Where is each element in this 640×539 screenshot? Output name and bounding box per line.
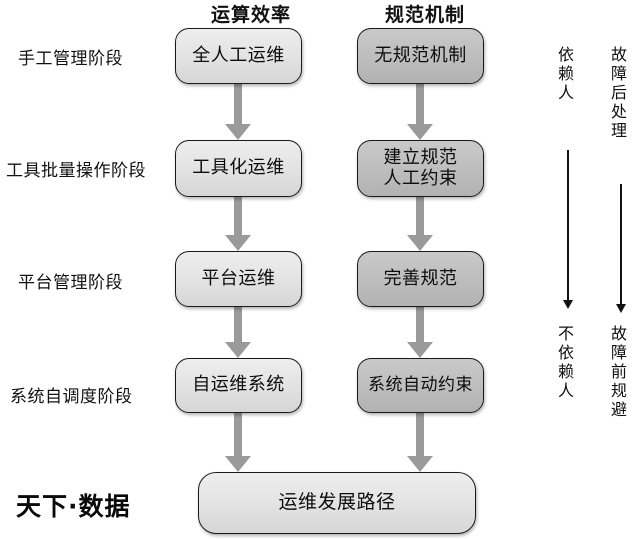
flow-arrow-right-1-to-2 bbox=[407, 197, 433, 251]
arrow-tip bbox=[563, 300, 573, 309]
arrow-shaft bbox=[234, 307, 242, 342]
axis-label-human-dependency-bottom: 不依赖人 bbox=[555, 325, 574, 401]
axis-arrow-fault-handling bbox=[614, 184, 628, 314]
axis-label-fault-handling-top: 故障后处理 bbox=[608, 46, 627, 141]
axis-arrow-human-dependency bbox=[561, 150, 575, 310]
arrow-line bbox=[620, 184, 622, 304]
arrow-head bbox=[225, 342, 251, 358]
node-label: 全人工运维 bbox=[192, 44, 285, 66]
stage-label-platform-management: 平台管理阶段 bbox=[18, 273, 123, 293]
column-header-standard-mechanism: 规范机制 bbox=[384, 4, 465, 26]
flow-arrow-left-2-to-3 bbox=[225, 307, 251, 358]
watermark-logo: 天下·数据 bbox=[16, 492, 131, 521]
node-platform-ops[interactable]: 平台运维 bbox=[175, 251, 302, 307]
stage-label-system-self-scheduling: 系统自调度阶段 bbox=[10, 387, 133, 407]
node-label: 运维发展路径 bbox=[278, 491, 396, 514]
arrow-head bbox=[225, 124, 251, 140]
flow-arrow-right-2-to-3 bbox=[407, 307, 433, 358]
node-establish-standard-manual-constraint[interactable]: 建立规范 人工约束 bbox=[357, 140, 484, 197]
arrow-shaft bbox=[234, 413, 242, 456]
node-ops-development-path[interactable]: 运维发展路径 bbox=[198, 472, 476, 534]
arrow-shaft bbox=[416, 413, 424, 456]
arrow-shaft bbox=[416, 307, 424, 342]
arrow-head bbox=[407, 456, 433, 472]
stage-label-tool-batch-operation: 工具批量操作阶段 bbox=[6, 161, 146, 181]
arrow-shaft bbox=[234, 84, 242, 124]
axis-label-fault-handling-bottom: 故障前规避 bbox=[608, 325, 627, 420]
arrow-shaft bbox=[416, 197, 424, 235]
axis-label-human-dependency-top: 依赖人 bbox=[555, 46, 574, 103]
node-all-manual-ops[interactable]: 全人工运维 bbox=[175, 28, 302, 84]
node-label: 系统自动约束 bbox=[368, 374, 473, 395]
stage-label-manual-management: 手工管理阶段 bbox=[18, 49, 123, 69]
node-label: 平台运维 bbox=[201, 267, 276, 289]
arrow-head bbox=[225, 456, 251, 472]
node-label-line1: 建立规范 bbox=[383, 147, 458, 169]
node-no-standard-mechanism[interactable]: 无规范机制 bbox=[357, 28, 484, 84]
arrow-head bbox=[407, 342, 433, 358]
flow-arrow-right-3-to-final bbox=[407, 413, 433, 472]
arrow-head bbox=[407, 124, 433, 140]
arrow-line bbox=[567, 150, 569, 300]
column-header-compute-efficiency: 运算效率 bbox=[210, 4, 291, 26]
node-improve-standard[interactable]: 完善规范 bbox=[357, 251, 484, 307]
node-label-line2: 人工约束 bbox=[383, 167, 458, 189]
node-label: 工具化运维 bbox=[192, 157, 285, 179]
node-label: 自运维系统 bbox=[192, 374, 285, 396]
flow-arrow-left-1-to-2 bbox=[225, 197, 251, 251]
node-system-auto-constraint[interactable]: 系统自动约束 bbox=[357, 358, 484, 413]
flow-arrow-right-0-to-1 bbox=[407, 84, 433, 140]
arrow-head bbox=[225, 235, 251, 251]
node-label: 建立规范 人工约束 bbox=[378, 148, 464, 188]
node-label: 完善规范 bbox=[383, 267, 458, 289]
node-tooling-ops[interactable]: 工具化运维 bbox=[175, 140, 302, 197]
flow-arrow-left-0-to-1 bbox=[225, 84, 251, 140]
arrow-tip bbox=[616, 304, 626, 313]
arrow-shaft bbox=[416, 84, 424, 124]
flow-arrow-left-3-to-final bbox=[225, 413, 251, 472]
node-self-ops-system[interactable]: 自运维系统 bbox=[175, 358, 302, 413]
arrow-shaft bbox=[234, 197, 242, 235]
node-label: 无规范机制 bbox=[374, 44, 467, 66]
arrow-head bbox=[407, 235, 433, 251]
